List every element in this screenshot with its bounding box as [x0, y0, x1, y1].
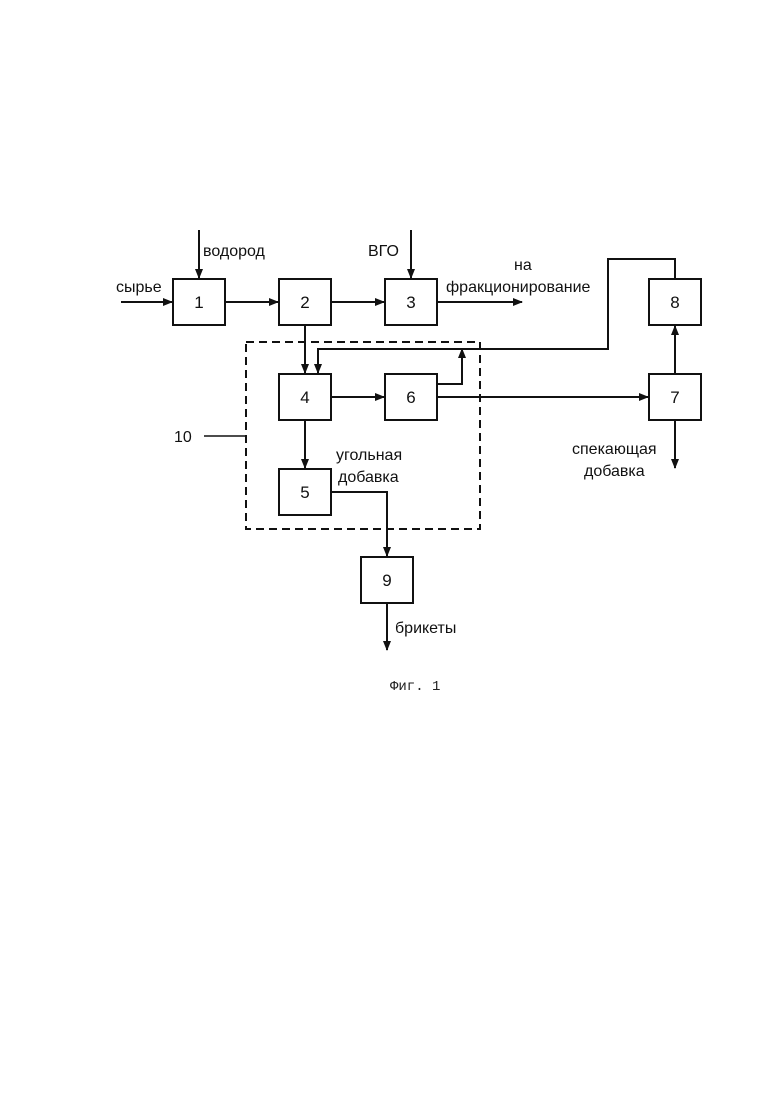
block-3-label: 3 [406, 293, 415, 312]
block-4-label: 4 [300, 388, 309, 407]
block-4: 4 [279, 374, 331, 420]
label-hydrogen: водород [203, 243, 266, 260]
label-fractionation-1: на [514, 257, 532, 274]
label-briquettes: брикеты [395, 620, 456, 637]
label-fractionation-2: фракционирование [446, 279, 591, 296]
label-sintering-additive-2: добавка [584, 463, 645, 480]
label-sintering-additive-1: спекающая [572, 441, 657, 458]
block-8-label: 8 [670, 293, 679, 312]
figure-caption: Фиг. 1 [390, 679, 440, 695]
block-9-label: 9 [382, 571, 391, 590]
arrow-5-to-9 [331, 492, 387, 556]
block-5-label: 5 [300, 483, 309, 502]
block-6: 6 [385, 374, 437, 420]
block-7-label: 7 [670, 388, 679, 407]
block-8: 8 [649, 279, 701, 325]
block-2: 2 [279, 279, 331, 325]
arrow-8-return-to-4 [318, 259, 675, 373]
label-vgo: ВГО [368, 243, 399, 260]
block-1-label: 1 [194, 293, 203, 312]
block-1: 1 [173, 279, 225, 325]
arrow-6-recycle-up [437, 349, 462, 384]
block-2-label: 2 [300, 293, 309, 312]
label-coal-additive-2: добавка [338, 469, 399, 486]
block-7: 7 [649, 374, 701, 420]
block-3: 3 [385, 279, 437, 325]
block-5: 5 [279, 469, 331, 515]
label-coal-additive-1: угольная [336, 447, 402, 464]
block-6-label: 6 [406, 388, 415, 407]
block-9: 9 [361, 557, 413, 603]
label-group-10: 10 [174, 429, 192, 446]
label-raw: сырье [116, 279, 162, 296]
